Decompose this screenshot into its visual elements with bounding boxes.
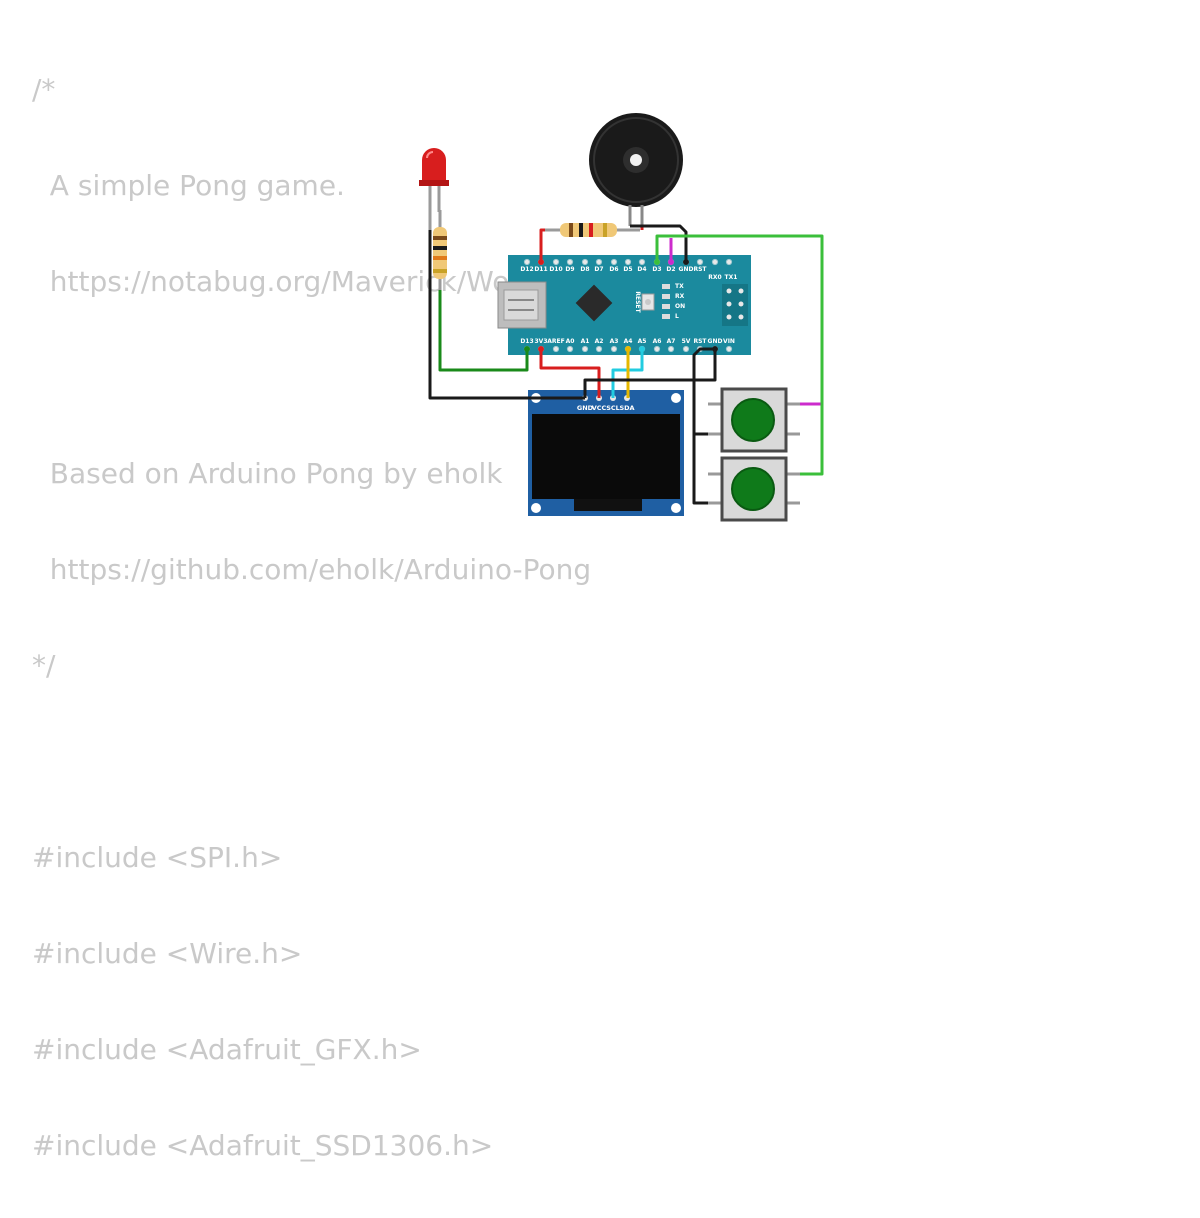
code-line: A simple Pong game. (32, 169, 345, 202)
oled-screen (532, 414, 680, 499)
pin-label: A5 (638, 338, 647, 345)
reset-label: RESET (634, 291, 641, 313)
code-line: /* (32, 73, 56, 106)
pin-label: D8 (580, 266, 589, 273)
resistor-icon[interactable] (433, 210, 447, 290)
pin-label: GND (708, 338, 723, 345)
button-icon[interactable] (708, 387, 800, 453)
wires (428, 224, 824, 505)
buzzer-icon[interactable] (589, 113, 683, 226)
pin-label: A7 (667, 338, 676, 345)
pin-label: D2 (666, 266, 675, 273)
pin-label: 3V3 (535, 338, 548, 345)
pin-label: A0 (566, 338, 575, 345)
pin-label: A4 (624, 338, 633, 345)
wire-endpoints (524, 259, 718, 352)
pin-label: D6 (609, 266, 618, 273)
pin-label: 5V (682, 338, 691, 345)
code-line: #include <Adafruit_SSD1306.h> (32, 1129, 494, 1162)
resistor-icon[interactable] (545, 223, 640, 237)
oled-pin-label: GND (577, 404, 594, 412)
chip-icon (575, 284, 613, 322)
usb-port-icon (497, 281, 547, 329)
arduino-nano-board[interactable]: D12 D11 D10 D9 D8 D7 D6 D5 D4 D3 D2 GND … (497, 255, 751, 355)
pin-label: D9 (565, 266, 574, 273)
pin-label: D3 (652, 266, 661, 273)
led-label: L (675, 313, 679, 320)
pin-label: RX0 (708, 274, 721, 281)
led-label: TX (675, 283, 684, 290)
led-label: ON (675, 303, 685, 310)
oled-display-icon[interactable]: GND VCC SCL SDA (528, 390, 684, 516)
pin-label: D10 (549, 266, 562, 273)
pin-label: GND (679, 266, 694, 273)
pin-label: A6 (653, 338, 662, 345)
pin-label: D7 (594, 266, 603, 273)
led-label: RX (675, 293, 685, 300)
code-line (32, 738, 625, 786)
oled-pin-label: SDA (619, 404, 634, 412)
pin-label: A2 (595, 338, 604, 345)
pin-label: D12 (520, 266, 533, 273)
icsp-header (722, 284, 748, 326)
code-line: https://github.com/eholk/Arduino-Pong (32, 553, 592, 586)
pin-label: RST (693, 338, 707, 345)
status-leds: TX RX ON L (662, 283, 685, 320)
pin-label: D4 (637, 266, 646, 273)
pin-label: VIN (723, 338, 735, 345)
code-line: Based on Arduino Pong by eholk (32, 457, 503, 490)
code-line: #include <Wire.h> (32, 937, 303, 970)
pin-label: D5 (623, 266, 632, 273)
pin-label: TX1 (725, 274, 738, 281)
pin-label: D11 (534, 266, 547, 273)
oled-pin-label: VCC (592, 404, 607, 412)
pin-label: A3 (610, 338, 619, 345)
code-line: #include <SPI.h> (32, 841, 283, 874)
led-icon[interactable] (419, 148, 449, 230)
code-line: #include <Adafruit_GFX.h> (32, 1033, 422, 1066)
pin-label: AREF (547, 338, 564, 345)
pin-label: A1 (581, 338, 590, 345)
code-line: */ (32, 649, 56, 682)
circuit-diagram: D12 D11 D10 D9 D8 D7 D6 D5 D4 D3 D2 GND … (419, 113, 824, 522)
oled-pin-label: SCL (606, 404, 620, 412)
pin-label: D13 (520, 338, 533, 345)
button-icon[interactable] (708, 456, 800, 522)
pin-label: RST (693, 266, 707, 273)
